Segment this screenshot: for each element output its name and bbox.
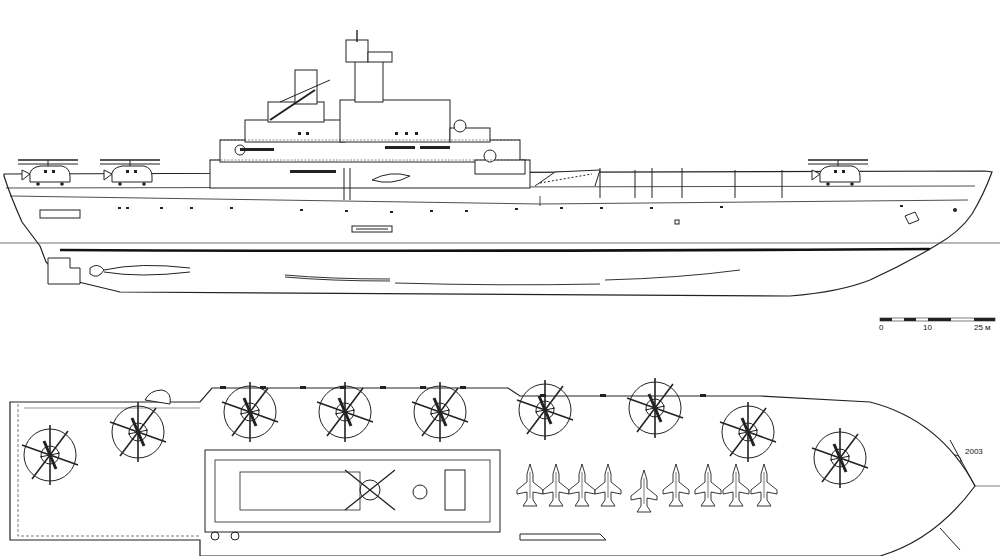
- copyright-year: 2003: [964, 448, 984, 456]
- scale-label: 10: [922, 324, 933, 332]
- scale-label: 0: [878, 324, 884, 332]
- scale-label: 25 м: [973, 324, 992, 332]
